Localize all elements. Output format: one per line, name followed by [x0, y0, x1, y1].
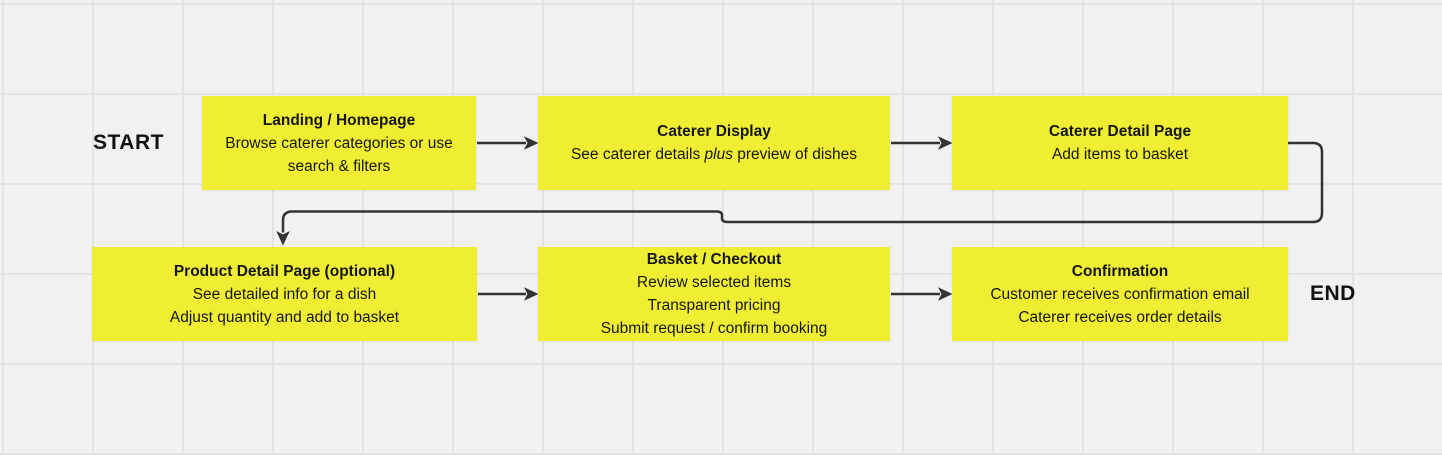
- node-title: Caterer Display: [657, 123, 771, 140]
- body-text-pre: See caterer details: [570, 146, 705, 163]
- node-product-detail-page[interactable]: Product Detail Page (optional) See detai…: [92, 247, 477, 341]
- node-body-line: See caterer details plus preview of dish…: [571, 143, 857, 166]
- node-title: Product Detail Page (optional): [173, 262, 396, 280]
- node-basket-checkout[interactable]: Basket / Checkout Review selected items …: [538, 247, 890, 341]
- node-body-line: Caterer receives order details: [1018, 308, 1222, 326]
- arrowhead-product-detail-to-basket: [524, 287, 539, 301]
- start-label[interactable]: START: [93, 131, 164, 154]
- arrowhead-basket-to-confirmation: [938, 287, 953, 301]
- node-body-line: Review selected items: [636, 274, 792, 291]
- node-title: Caterer Detail Page: [1048, 123, 1192, 140]
- node-body-line: Submit request / confirm booking: [600, 320, 828, 337]
- arrowhead-caterer-detail-to-product-detail: [276, 231, 290, 246]
- node-title: Confirmation: [1071, 262, 1169, 280]
- node-body-line: Add items to basket: [1051, 146, 1189, 163]
- node-title: Landing / Homepage: [262, 111, 416, 129]
- node-body-line: See detailed info for a dish: [192, 285, 377, 303]
- node-title: Basket / Checkout: [646, 251, 782, 268]
- node-body-line: Browse caterer categories or use search …: [225, 134, 453, 175]
- body-text-post: preview of dishes: [732, 146, 858, 163]
- node-confirmation[interactable]: Confirmation Customer receives confirmat…: [952, 247, 1288, 341]
- connector-caterer-detail-to-product-detail[interactable]: [281, 141, 1324, 233]
- node-body-line: Customer receives confirmation email: [990, 285, 1250, 303]
- arrowhead-landing-to-caterer-display: [524, 136, 539, 150]
- node-caterer-detail-page[interactable]: Caterer Detail Page Add items to basket: [952, 96, 1288, 190]
- end-label[interactable]: END: [1310, 282, 1356, 305]
- arrowhead-caterer-display-to-caterer-detail: [938, 136, 953, 150]
- node-body-line: Adjust quantity and add to basket: [169, 308, 400, 326]
- node-caterer-display[interactable]: Caterer Display See caterer details plus…: [538, 96, 890, 190]
- node-body-line: Transparent pricing: [647, 297, 781, 314]
- body-text-italic: plus: [704, 146, 733, 163]
- node-landing-homepage[interactable]: Landing / Homepage Browse caterer catego…: [202, 96, 476, 190]
